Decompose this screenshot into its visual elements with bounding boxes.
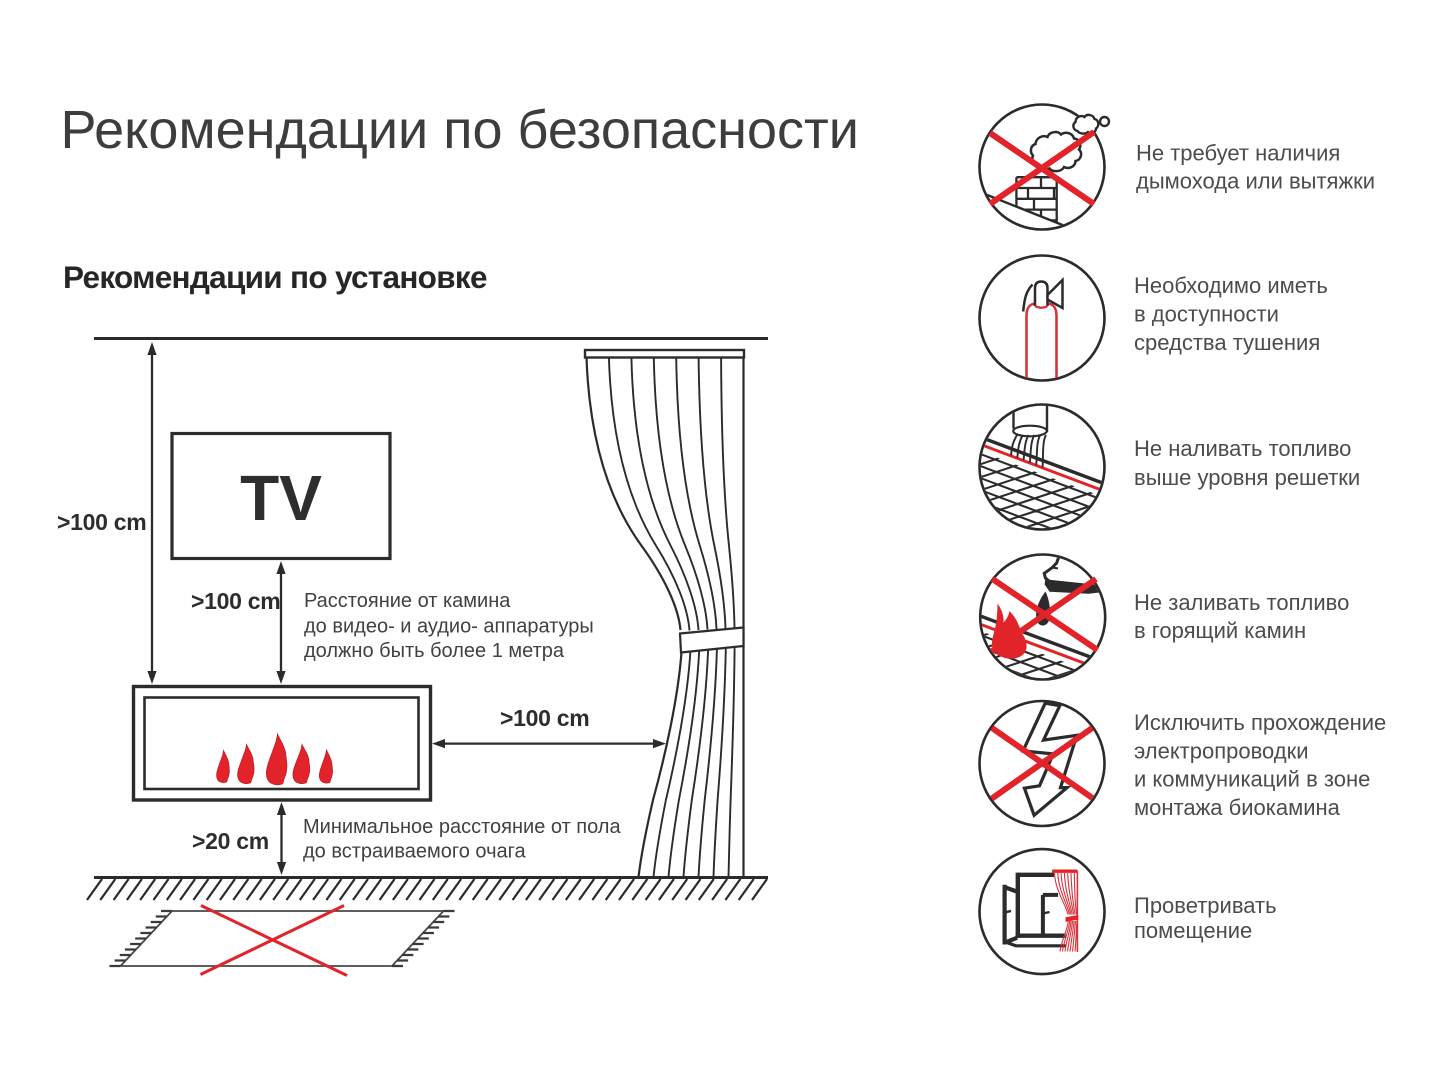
svg-text:Рекомендации по установке: Рекомендации по установке xyxy=(63,259,487,295)
svg-text:Не требует наличия: Не требует наличия xyxy=(1136,141,1340,166)
svg-text:Исключить прохождение: Исключить прохождение xyxy=(1134,710,1386,735)
svg-text:до встраиваемого очага: до встраиваемого очага xyxy=(303,841,526,863)
svg-text:Не заливать топливо: Не заливать топливо xyxy=(1134,590,1349,615)
svg-text:Рекомендации по безопасности: Рекомендации по безопасности xyxy=(61,100,859,160)
svg-text:>100 cm: >100 cm xyxy=(191,588,280,614)
svg-text:>100 cm: >100 cm xyxy=(500,705,589,731)
svg-text:Необходимо иметь: Необходимо иметь xyxy=(1134,273,1328,298)
svg-text:должно быть более 1 метра: должно быть более 1 метра xyxy=(304,640,565,662)
svg-text:Минимальное расстояние от пола: Минимальное расстояние от пола xyxy=(303,816,621,838)
svg-text:средства тушения: средства тушения xyxy=(1134,330,1320,355)
svg-text:Не наливать топливо: Не наливать топливо xyxy=(1134,436,1351,461)
svg-text:в доступности: в доступности xyxy=(1134,302,1279,327)
svg-text:Проветривать: Проветривать xyxy=(1134,893,1277,918)
svg-text:и коммуникаций в зоне: и коммуникаций в зоне xyxy=(1134,767,1370,792)
svg-text:>20 cm: >20 cm xyxy=(192,828,269,854)
svg-text:дымохода или вытяжки: дымохода или вытяжки xyxy=(1136,169,1375,194)
svg-text:до видео- и аудио- аппаратуры: до видео- и аудио- аппаратуры xyxy=(304,616,594,638)
svg-text:электропроводки: электропроводки xyxy=(1134,738,1309,763)
svg-text:в горящий камин: в горящий камин xyxy=(1134,618,1306,643)
svg-text:>100 cm: >100 cm xyxy=(57,509,146,535)
svg-text:Расстояние от камина: Расстояние от камина xyxy=(304,590,511,612)
svg-text:монтажа биокамина: монтажа биокамина xyxy=(1134,795,1341,820)
svg-text:помещение: помещение xyxy=(1134,918,1252,943)
svg-text:выше уровня решетки: выше уровня решетки xyxy=(1134,465,1360,490)
svg-text:TV: TV xyxy=(240,462,322,534)
